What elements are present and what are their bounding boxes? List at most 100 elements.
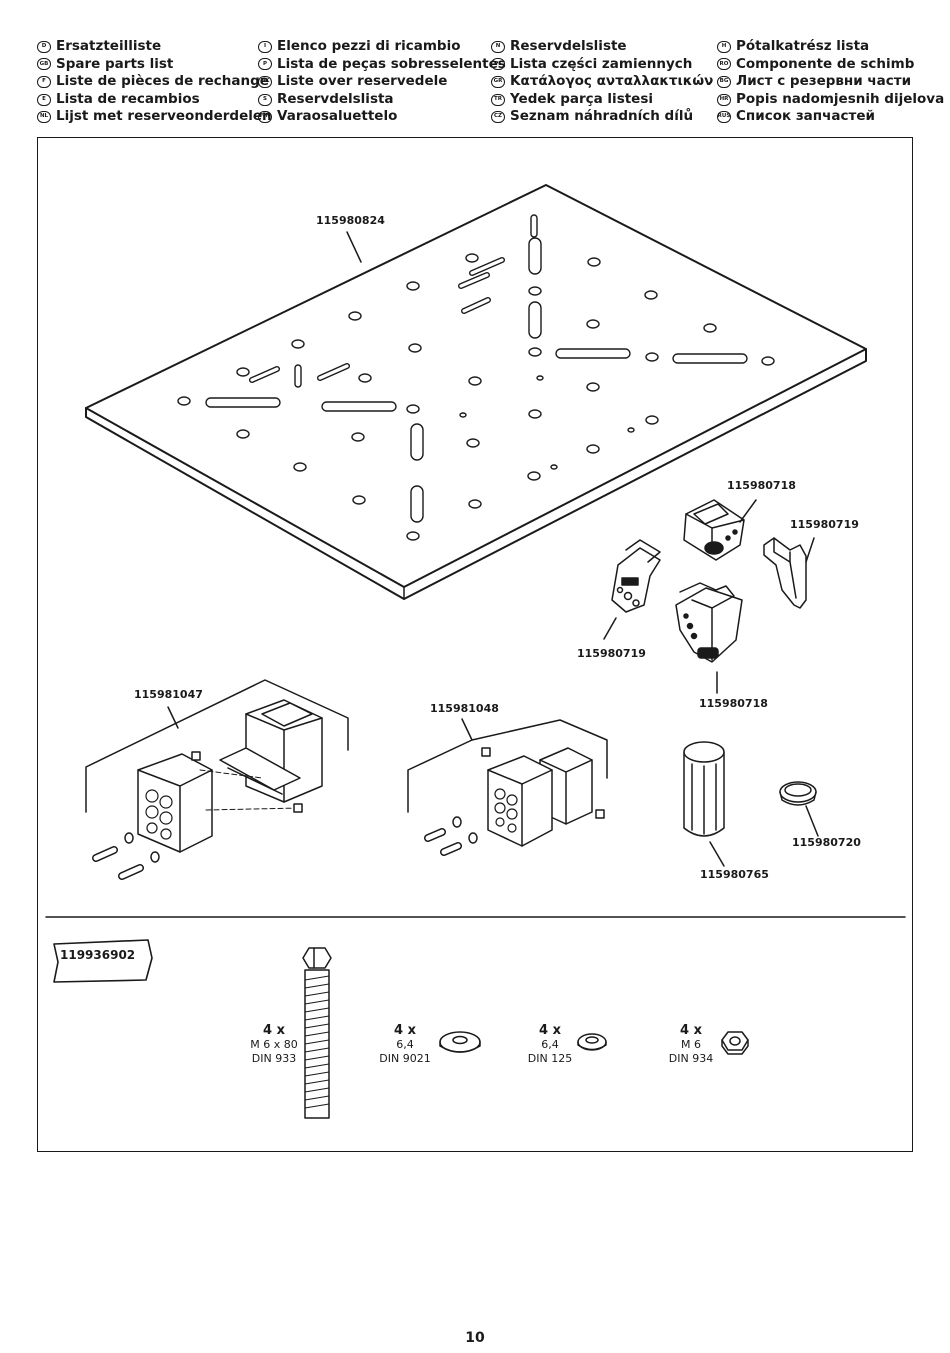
- language-label: Ersatzteilliste: [56, 38, 162, 54]
- language-label: Reservdelsliste: [510, 38, 627, 54]
- handle-drawing: [683, 741, 725, 867]
- kit-tag-frame: [53, 939, 153, 983]
- language-code-badge: RO: [717, 58, 731, 71]
- language-code-badge: RUS: [717, 111, 731, 124]
- kit-number: 119936902: [60, 948, 136, 962]
- language-label: Lijst met reserveonderdelen: [56, 108, 272, 125]
- language-item: CZ Seznam náhradních dílů: [491, 108, 713, 126]
- language-item: GB Spare parts list: [37, 56, 272, 74]
- language-code-badge: TR: [491, 93, 505, 106]
- language-label: Varaosaluettelo: [277, 108, 398, 125]
- part-number-clamp-bottom: 115980718: [699, 697, 768, 710]
- language-item: S Reservdelslista: [258, 91, 506, 109]
- language-item: E Lista de recambios: [37, 91, 272, 109]
- kit-item-large-washer: 4 x 6,4 DIN 9021: [365, 1024, 445, 1066]
- kit-item-nut: 4 x M 6 DIN 934: [651, 1024, 731, 1066]
- language-code-badge: CZ: [491, 111, 505, 124]
- kit-item-standard: DIN 9021: [379, 1052, 431, 1065]
- language-code-badge: D: [37, 40, 51, 53]
- language-item: TR Yedek parça listesi: [491, 91, 713, 109]
- language-code-badge: E: [37, 93, 51, 106]
- base-plate-drawing: [85, 184, 867, 600]
- kit-item-standard: DIN 125: [527, 1052, 573, 1065]
- language-label: Spare parts list: [56, 55, 174, 72]
- kit-item-qty: 4 x: [394, 1023, 416, 1038]
- kit-item-bolt: 4 x M 6 x 80 DIN 933: [234, 1024, 314, 1066]
- clamp-top-drawing: [683, 499, 757, 561]
- clamp-bottom-drawing: [675, 582, 743, 694]
- language-code-badge: H: [717, 40, 731, 53]
- kit-item-qty: 4 x: [680, 1023, 702, 1038]
- language-label: Seznam náhradních dílů: [510, 108, 694, 125]
- language-code-badge: N: [491, 40, 505, 53]
- language-code-badge: PL: [491, 58, 505, 71]
- language-label: Лист с резервни части: [736, 73, 912, 90]
- language-label: Popis nadomjesnih dijelova: [736, 90, 945, 107]
- part-number-handle: 115980765: [700, 868, 769, 881]
- part-number-clamp-left: 115980719: [577, 647, 646, 660]
- part-number-plate: 115980824: [316, 214, 385, 227]
- part-number-block-a: 115981047: [134, 688, 203, 701]
- cap-drawing: [779, 781, 819, 837]
- language-label: Список запчастей: [736, 108, 875, 125]
- hex-nut-icon: [721, 1031, 749, 1055]
- language-item: P Lista de peças sobresselentes: [258, 56, 506, 74]
- language-code-badge: P: [258, 58, 272, 71]
- language-code-badge: GR: [491, 75, 505, 88]
- language-label: Pótalkatrész lista: [736, 38, 870, 54]
- language-code-badge: NL: [37, 111, 51, 124]
- kit-item-size: 6,4: [541, 1038, 559, 1051]
- language-label: Lista de peças sobresselentes: [277, 55, 506, 72]
- language-label: Yedek parça listesi: [510, 90, 653, 107]
- language-item: FIN Varaosaluettelo: [258, 108, 506, 126]
- clamp-left-drawing: [603, 539, 661, 640]
- language-label: Componente de schimb: [736, 55, 915, 72]
- part-number-cap: 115980720: [792, 836, 861, 849]
- clamp-right-drawing: [763, 537, 815, 609]
- parts-diagram-frame: [37, 137, 913, 1152]
- language-label: Liste over reservedele: [277, 73, 448, 90]
- large-washer-icon: [439, 1031, 481, 1053]
- language-column-1: D Ersatzteilliste GB Spare parts list F Lis…: [37, 38, 272, 126]
- language-label: Reservdelslista: [277, 90, 394, 107]
- kit-item-standard: DIN 934: [668, 1052, 714, 1065]
- kit-item-size: M 6: [681, 1038, 701, 1051]
- page-number: 10: [465, 1330, 485, 1346]
- language-label: Lista de recambios: [56, 90, 200, 107]
- hex-bolt-icon: [302, 947, 332, 1119]
- language-label: Κατάλογος ανταλλακτικών: [510, 73, 714, 90]
- language-code-badge: I: [258, 40, 272, 53]
- part-number-clamp-top: 115980718: [727, 479, 796, 492]
- kit-item-washer: 4 x 6,4 DIN 125: [510, 1024, 590, 1066]
- language-code-badge: BG: [717, 75, 731, 88]
- language-code-badge: GB: [37, 58, 51, 71]
- plate-slots: [205, 214, 748, 523]
- kit-item-qty: 4 x: [263, 1023, 285, 1038]
- language-code-badge: F: [37, 75, 51, 88]
- kit-item-size: M 6 x 80: [250, 1038, 298, 1051]
- part-number-clamp-right: 115980719: [790, 518, 859, 531]
- language-item: F Liste de pièces de rechange: [37, 73, 272, 91]
- washer-icon: [577, 1033, 607, 1051]
- language-label: Lista części zamiennych: [510, 55, 693, 72]
- kit-item-size: 6,4: [396, 1038, 414, 1051]
- block-115981048-drawing: [407, 718, 608, 856]
- kit-item-standard: DIN 933: [251, 1052, 297, 1065]
- language-label: Liste de pièces de rechange: [56, 73, 269, 90]
- language-item: RO Componente de schimb: [717, 56, 944, 74]
- language-item: BG Лист с резервни части: [717, 73, 944, 91]
- language-code-badge: S: [258, 93, 272, 106]
- language-item: N Reservdelsliste: [491, 38, 713, 56]
- language-code-badge: FIN: [258, 111, 272, 124]
- language-item: GR Κατάλογος ανταλλακτικών: [491, 73, 713, 91]
- language-item: D Ersatzteilliste: [37, 38, 272, 56]
- screws-block-a: [92, 832, 160, 880]
- part-number-block-b: 115981048: [430, 702, 499, 715]
- language-item: PL Lista części zamiennych: [491, 56, 713, 74]
- language-code-badge: DK: [258, 75, 272, 88]
- language-item: NL Lijst met reserveonderdelen: [37, 108, 272, 126]
